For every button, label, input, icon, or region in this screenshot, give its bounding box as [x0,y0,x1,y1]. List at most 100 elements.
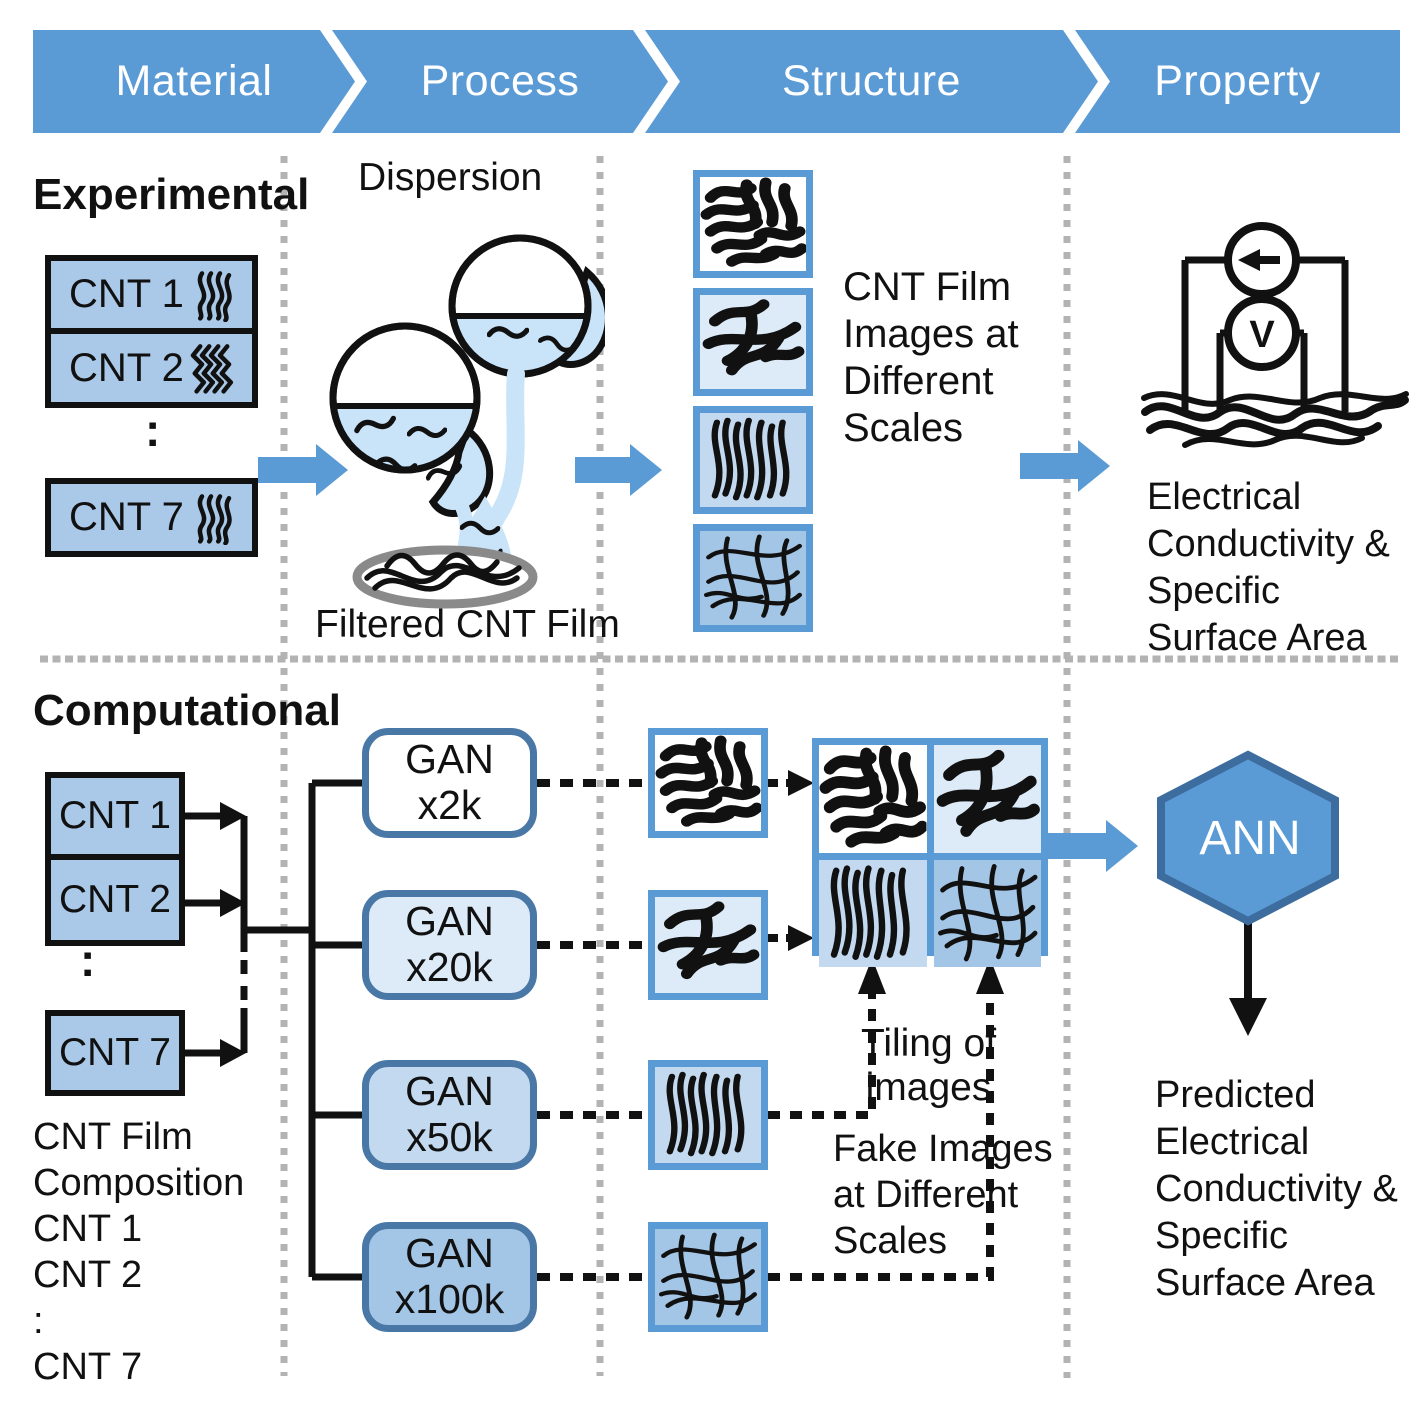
caption-line: CNT Film [843,265,1012,309]
chevron-process [332,30,668,133]
ann-output-arrow-icon [1229,921,1267,1036]
film-image-100k [693,524,813,632]
gan-label: GAN [405,1230,494,1277]
caption-line: Surface Area [1147,617,1367,659]
tile-50k [819,859,927,967]
caption-line: Scales [843,406,964,450]
banner-step-material: Material [115,57,273,105]
filtered-film-label: Filtered CNT Film [315,603,620,646]
fake-image-20k [648,890,768,1000]
caption-line: CNT 2 [33,1254,143,1296]
chevron-property [1075,30,1400,133]
caption-line: : [33,1300,44,1342]
cnt1-box-computational: CNT 1 [45,772,185,860]
caption-line: Predicted [1155,1074,1316,1116]
caption-line: Electrical [1155,1121,1310,1163]
caption-line: Surface Area [1155,1262,1375,1304]
ellipsis-computational: : [80,934,96,986]
svg-text:V: V [1249,314,1275,356]
banner-step-structure: Structure [782,57,961,105]
ann-label: ANN [1199,811,1301,865]
tiling-label: Tiling of images [860,1022,997,1109]
fake-image-100k [648,1222,768,1332]
tiling-dotted-paths [768,992,994,1281]
caption-line: Composition [33,1162,245,1204]
merge-connectors [185,779,362,1281]
composition-caption: CNT Film Composition CNT 1 CNT 2 : CNT 7 [33,1114,244,1390]
dispersion-label: Dispersion [358,156,543,199]
chevron-structure [645,30,1098,133]
film-image-2k [693,170,813,278]
tiling-arrowheads [858,958,1004,994]
gan-scale-label: x50k [406,1114,493,1160]
conductivity-caption: Electrical Conductivity & Specific Surfa… [1147,474,1390,662]
caption-line: Images at [843,312,1019,356]
flow-arrow-tiles-ann-icon [1048,820,1138,872]
cnt7-box-experimental: CNT 7 [45,478,258,557]
banner-step-property: Property [1154,57,1321,105]
cnt-squiggle-icon [184,490,238,546]
predicted-caption: Predicted Electrical Conductivity & Spec… [1155,1072,1398,1307]
gan-20k-box: GAN x20k [362,890,537,1000]
fake-image-50k [648,1060,768,1170]
flow-arrow-process-structure-icon [575,444,662,496]
ammeter-icon [1224,222,1300,298]
gan-2k-box: GAN x2k [362,728,537,838]
cnt1-label: CNT 1 [69,272,184,316]
caption-line: Specific [1147,570,1281,612]
cnt2-label: CNT 2 [69,345,184,390]
experimental-heading: Experimental [33,170,310,219]
caption-line: Conductivity & [1155,1168,1398,1210]
tile-100k [933,859,1041,967]
caption-line: Different [843,359,994,403]
gan-label: GAN [405,898,494,945]
voltmeter-icon: V [1224,295,1300,371]
cnt-film-waves-icon [1141,391,1409,448]
film-image-20k [693,288,813,396]
gan-output-dotted-links [537,779,648,1281]
gan-scale-label: x2k [417,782,482,828]
fake-images-caption: Fake Images at Different Scales [833,1126,1053,1264]
merge-arrowheads [220,802,246,1067]
gan-scale-label: x100k [394,1276,505,1322]
caption-line: Electrical [1147,476,1302,518]
cnt7-box-computational: CNT 7 [45,1010,185,1096]
cnt2-box-experimental: CNT 2 [45,328,258,408]
ellipsis-experimental: : [145,404,161,456]
film-image-50k [693,406,813,514]
cnt1-box-experimental: CNT 1 [45,255,258,334]
gan-100k-box: GAN x100k [362,1222,537,1332]
computational-heading: Computational [33,686,341,735]
fake-image-2k [648,728,768,838]
gan-label: GAN [405,736,494,783]
caption-line: Specific [1155,1215,1289,1257]
caption-line: Fake Images [833,1128,1053,1170]
cnt-zigzag-squiggle-icon [184,340,238,396]
section-dividers [40,156,1400,1378]
cnt7-label: CNT 7 [69,495,184,539]
cnt2-box-computational: CNT 2 [45,854,185,946]
gan-label: GAN [405,1068,494,1115]
tiled-images-grid [812,738,1048,967]
conductivity-measurement-icon: V [1141,222,1409,448]
cnt-squiggle-icon [184,267,238,323]
caption-line: CNT 1 [33,1208,143,1250]
tile-20k [933,745,1041,853]
flow-arrow-structure-property-icon [1020,440,1110,492]
caption-line: CNT Film [33,1116,193,1158]
caption-line: at Different [833,1174,1019,1216]
caption-line: Scales [833,1220,948,1262]
ann-hexagon-icon [1157,750,1339,926]
tile-2k [819,745,927,853]
fake-to-tile-arrows [768,770,814,951]
flow-arrow-material-process-icon [258,444,348,496]
chevron-material [33,30,355,133]
flow-arrows [258,440,1138,872]
filtered-film-icon [352,545,538,609]
caption-line: Conductivity & [1147,523,1390,565]
gan-50k-box: GAN x50k [362,1060,537,1170]
caption-line: CNT 7 [33,1346,143,1388]
gan-scale-label: x20k [406,944,493,990]
